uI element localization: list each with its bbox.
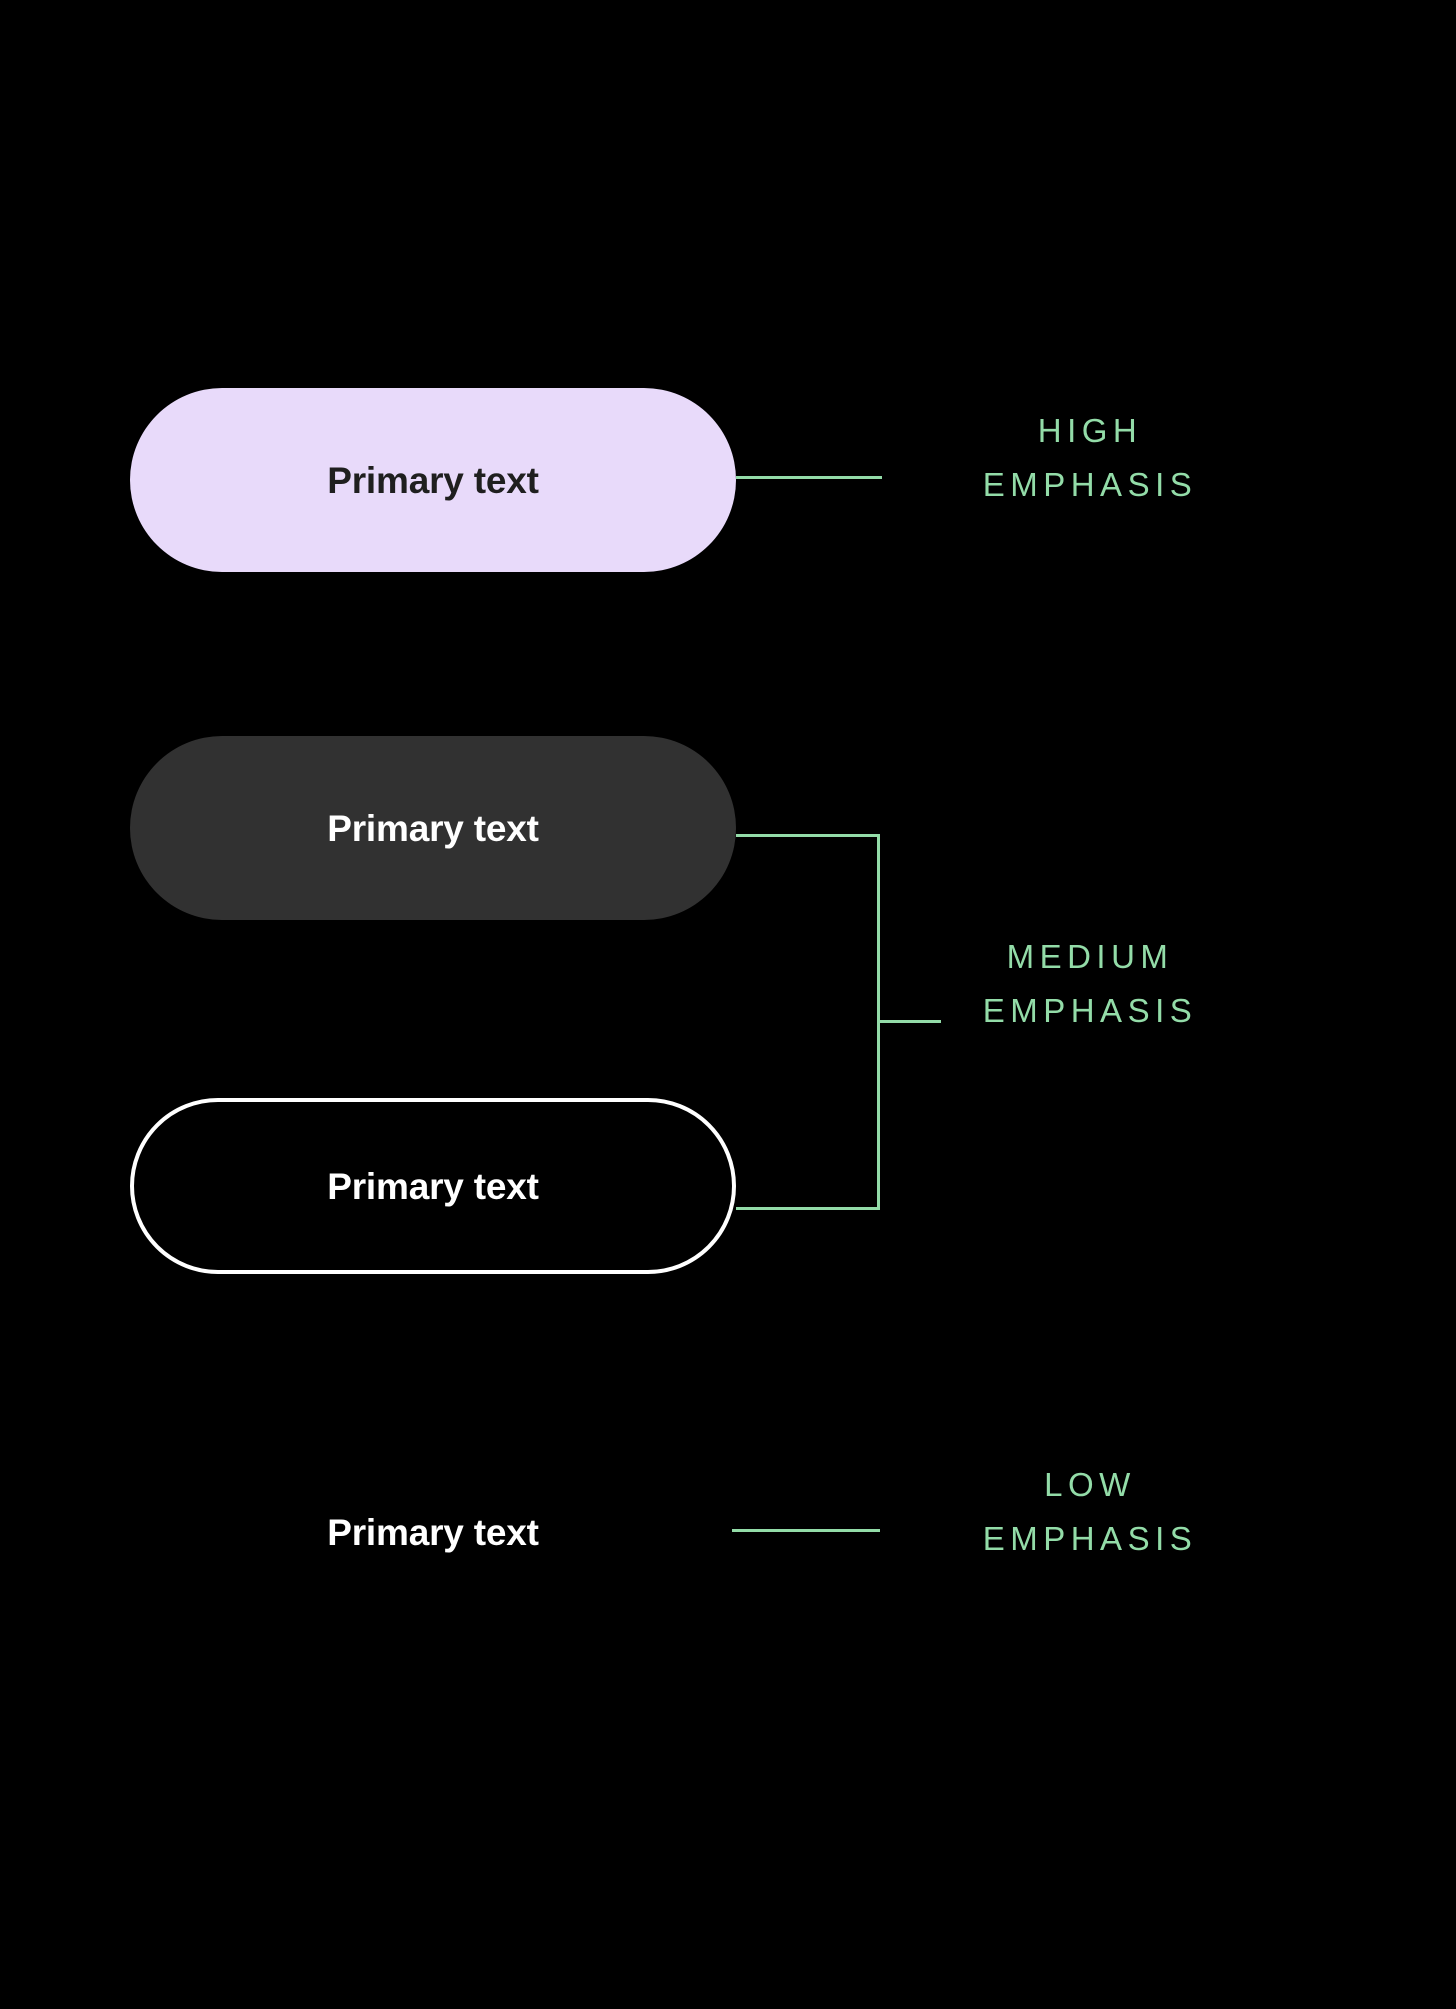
connector-line-high-emphasis	[736, 476, 882, 479]
button-label: Primary text	[327, 459, 539, 501]
primary-button-filled-high-emphasis[interactable]: Primary text	[130, 388, 736, 572]
annotation-low-emphasis-line2: EMPHASIS	[982, 1520, 1198, 1558]
button-label: Primary text	[327, 1165, 539, 1207]
connector-bracket-top-arm	[736, 834, 880, 837]
button-label: Primary text	[327, 1511, 539, 1553]
connector-bracket-stub	[877, 1020, 941, 1023]
annotation-high-emphasis: HIGH EMPHASIS	[880, 404, 1300, 513]
primary-button-filled-medium-emphasis[interactable]: Primary text	[130, 736, 736, 920]
connector-bracket-bottom-arm	[736, 1207, 880, 1210]
annotation-low-emphasis: LOW EMPHASIS	[880, 1458, 1300, 1567]
annotation-medium-emphasis: MEDIUM EMPHASIS	[880, 930, 1300, 1039]
connector-line-low-emphasis	[732, 1529, 880, 1532]
annotation-low-emphasis-line1: LOW	[1044, 1466, 1136, 1503]
primary-button-text-low-emphasis[interactable]: Primary text	[130, 1440, 736, 1624]
primary-button-outlined-medium-emphasis[interactable]: Primary text	[130, 1098, 736, 1274]
annotation-medium-emphasis-line2: EMPHASIS	[982, 992, 1198, 1030]
button-label: Primary text	[327, 807, 539, 849]
annotation-high-emphasis-line2: EMPHASIS	[982, 466, 1198, 504]
annotation-high-emphasis-line1: HIGH	[1037, 412, 1143, 449]
annotation-medium-emphasis-line1: MEDIUM	[1006, 938, 1174, 975]
